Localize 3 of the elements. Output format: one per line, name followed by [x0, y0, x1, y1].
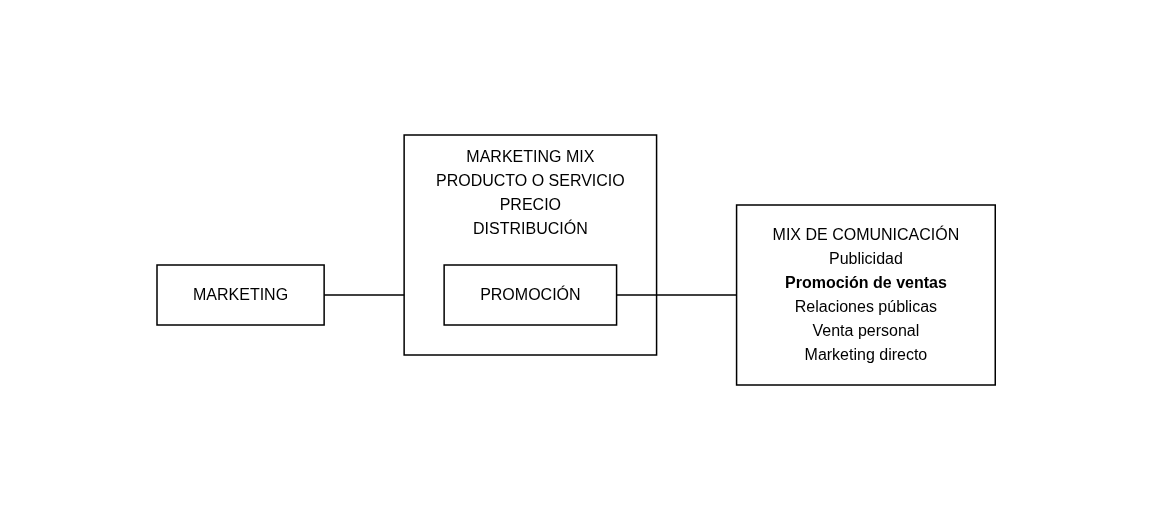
- node-box: MIX DE COMUNICACIÓN Publicidad Promoción de ventas Relaciones públicas Venta personal Marketing directo: [736, 204, 997, 386]
- node-box: PROMOCIÓN: [443, 264, 618, 326]
- node-box: MARKETING: [156, 264, 326, 326]
